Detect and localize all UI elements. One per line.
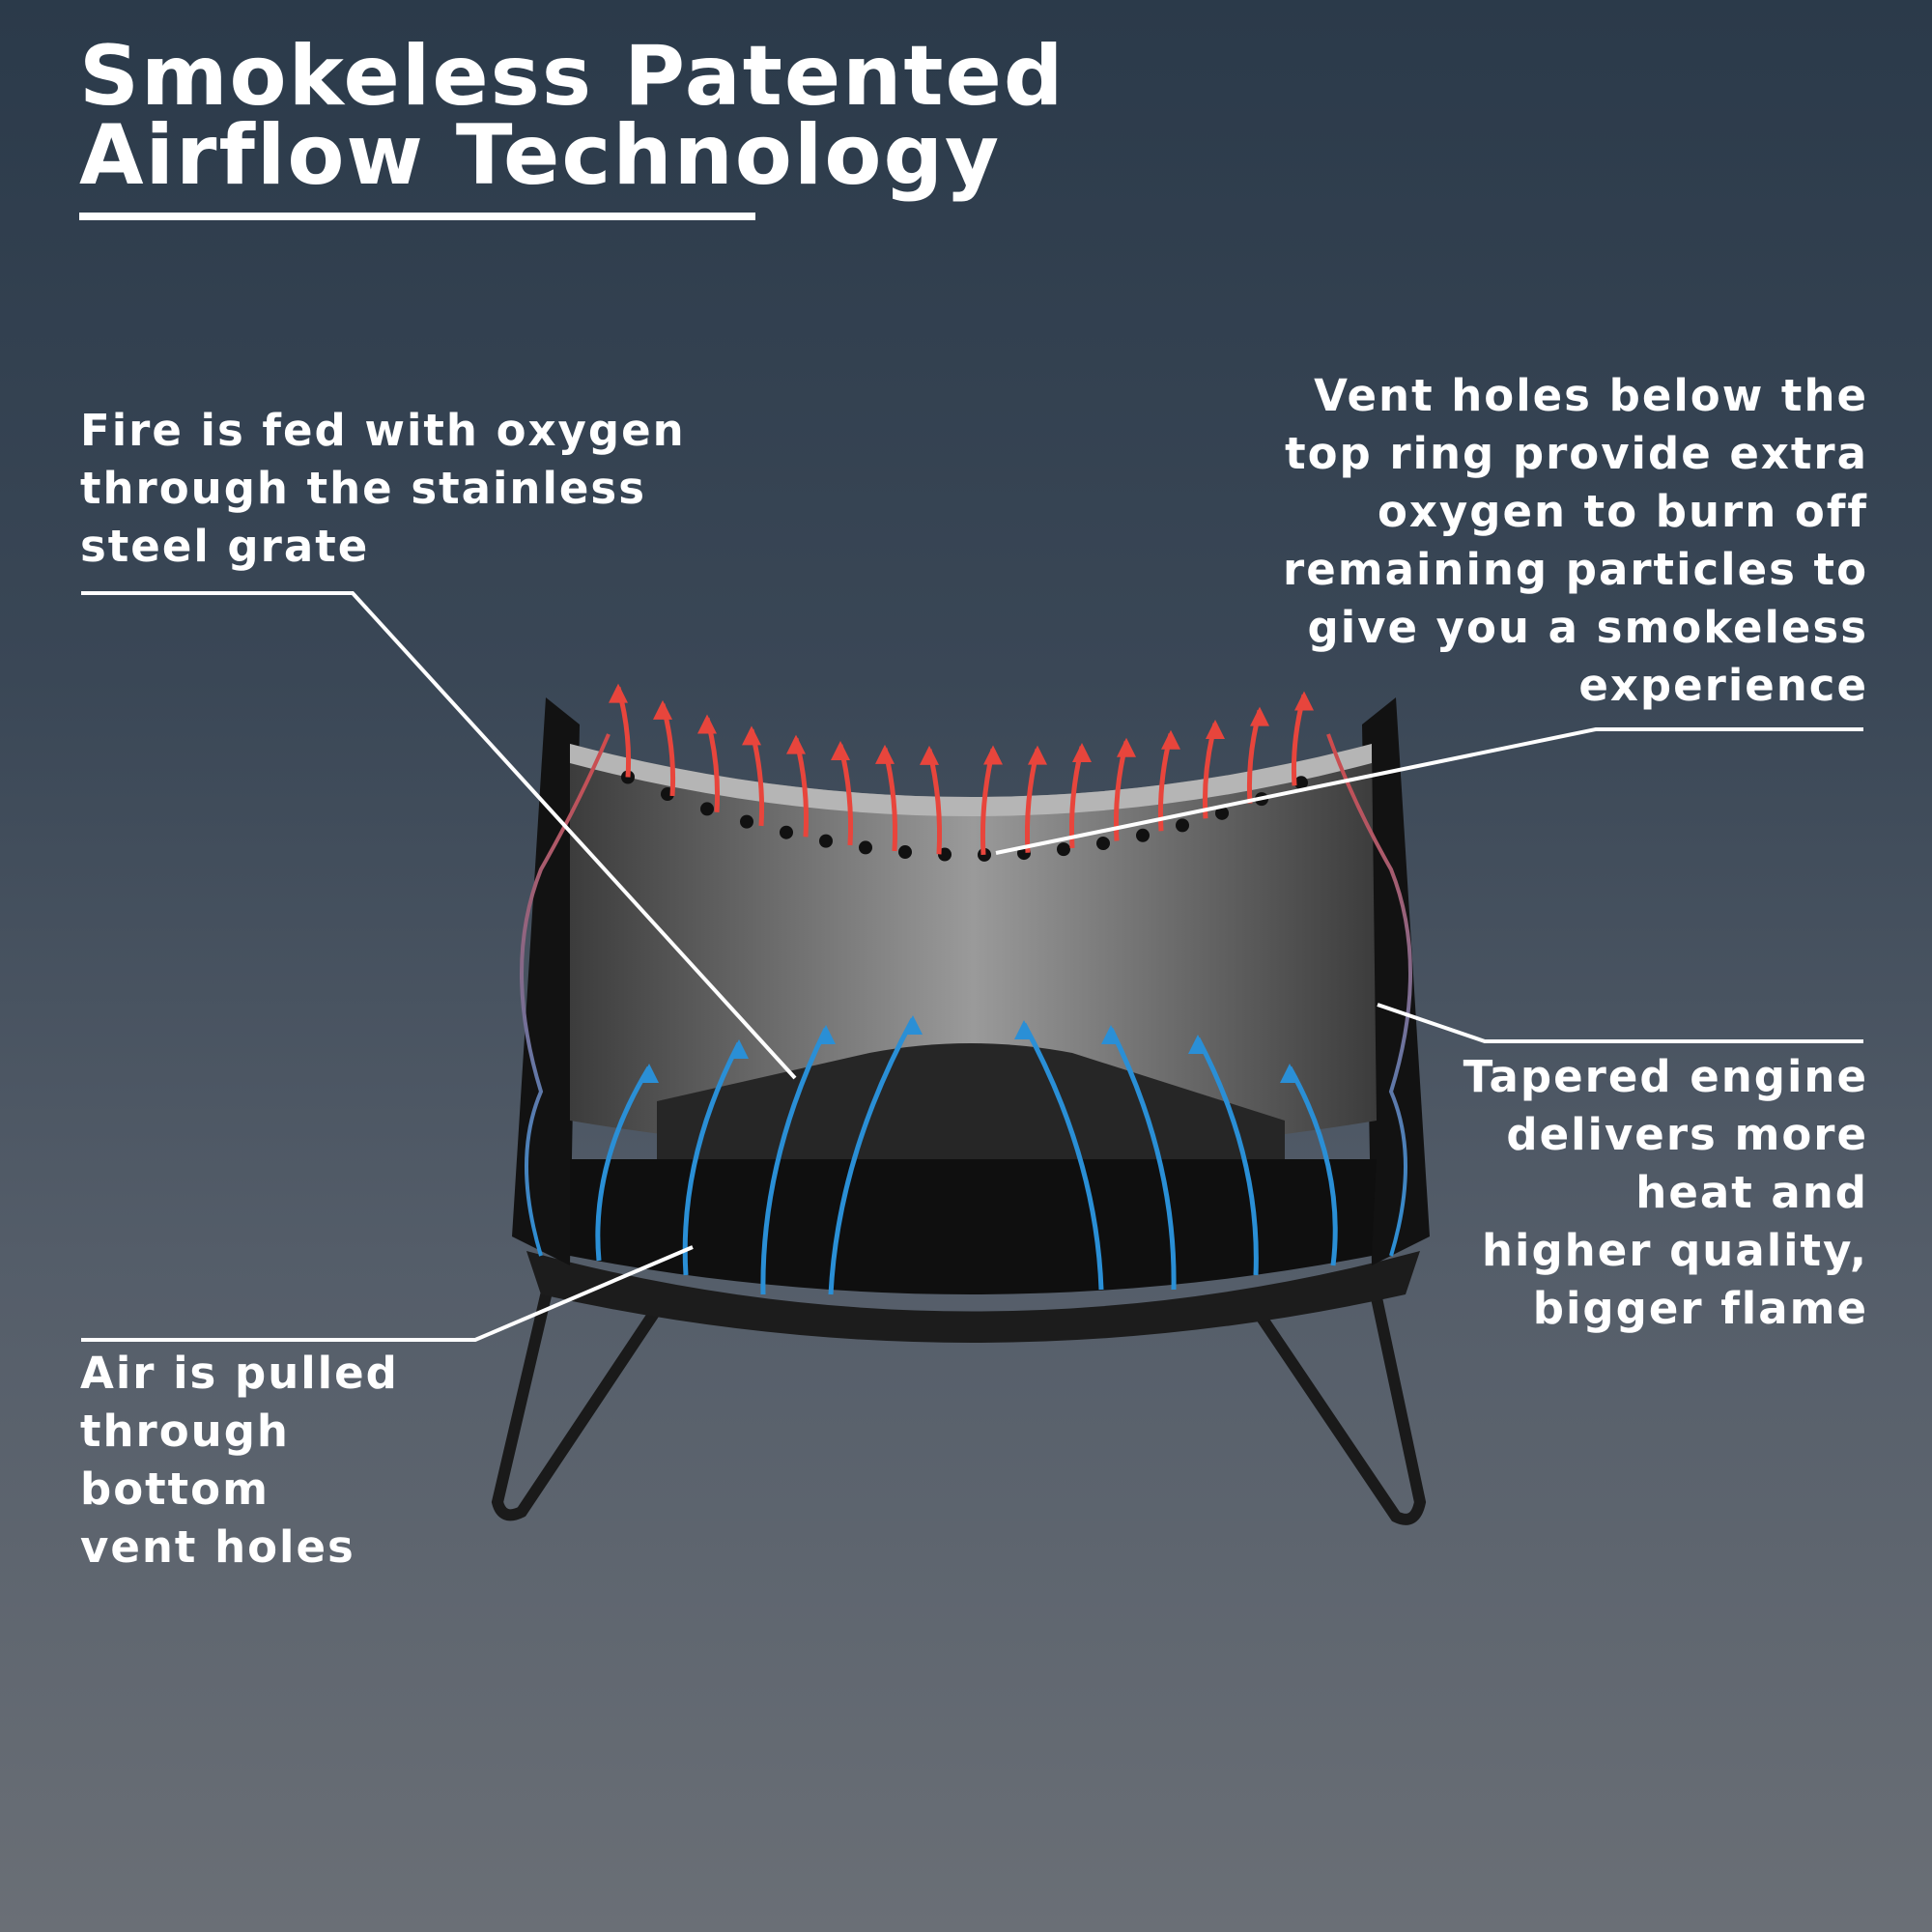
vent-hole <box>819 834 833 848</box>
arrowhead-icon <box>1280 1064 1299 1083</box>
callout-text: through <box>80 1406 290 1457</box>
fire-pit-outer-right <box>1362 697 1430 1265</box>
vent-hole <box>780 825 793 839</box>
callout-text: remaining particles to <box>1283 544 1868 595</box>
vent-hole <box>859 840 872 855</box>
arrowhead-icon <box>653 699 672 720</box>
arrowhead-icon <box>1206 719 1225 739</box>
arrowhead-icon <box>1072 743 1092 763</box>
callout-grate: Fire is fed with oxygen through the stai… <box>80 402 686 576</box>
callout-text: give you a smokeless <box>1307 602 1868 653</box>
vent-hole <box>898 845 912 860</box>
airflow-arrows <box>595 683 1338 1295</box>
callout-text: through the stainless <box>80 463 646 514</box>
callout-text: oxygen to burn off <box>1377 486 1868 537</box>
callout-text: heat and <box>1635 1167 1868 1218</box>
arrowhead-icon <box>639 1064 659 1083</box>
airflow-arrow <box>1021 1022 1104 1291</box>
steel-grate <box>657 1043 1285 1159</box>
side-airflow-right <box>1326 733 1412 1257</box>
vent-hole <box>1215 806 1229 820</box>
arrowhead-icon <box>1294 691 1314 711</box>
vent-hole <box>1057 842 1070 857</box>
airflow-arrow <box>682 1041 742 1276</box>
vent-hole <box>700 802 714 816</box>
title-line-1: Smokeless Patented <box>79 28 1065 125</box>
callout-text: Tapered engine <box>1463 1051 1868 1102</box>
arrowhead-icon <box>831 741 850 761</box>
title-underline <box>79 213 755 220</box>
vent-hole <box>1136 828 1150 842</box>
arrowhead-icon <box>1161 729 1180 750</box>
arrowhead-icon <box>816 1025 836 1044</box>
leader-line-engine <box>1377 1003 1863 1043</box>
side-airflow-left <box>520 733 611 1257</box>
vent-hole <box>1294 776 1308 790</box>
page-title: Smokeless Patented Airflow Technology <box>79 28 1065 204</box>
callout-text: vent holes <box>80 1521 355 1573</box>
callout-text: Air is pulled <box>80 1348 399 1399</box>
callout-text: top ring provide extra <box>1285 428 1868 479</box>
callout-text: bottom <box>80 1463 270 1515</box>
arrowhead-icon <box>875 744 895 764</box>
arrowhead-icon <box>729 1039 749 1059</box>
callout-text: delivers more <box>1506 1109 1868 1160</box>
callout-text: Fire is fed with oxygen <box>80 405 686 456</box>
arrowhead-icon <box>920 745 939 765</box>
callout-text: experience <box>1578 660 1868 711</box>
callout-engine: Tapered engine delivers more heat and hi… <box>1463 1048 1868 1338</box>
airflow-arrow <box>760 1027 829 1295</box>
leader-line-vent-top <box>995 727 1863 855</box>
callout-text: bigger flame <box>1532 1283 1868 1334</box>
callout-air-bottom: Air is pulled through bottom vent holes <box>80 1345 399 1577</box>
arrowhead-icon <box>1188 1035 1208 1054</box>
airflow-arrow <box>1287 1065 1338 1266</box>
vent-hole <box>1096 837 1110 851</box>
arrowhead-icon <box>697 714 717 734</box>
airflow-arrow <box>1195 1037 1259 1276</box>
arrowhead-icon <box>609 683 628 703</box>
airflow-arrow <box>828 1017 916 1295</box>
arrowhead-icon <box>1028 745 1047 765</box>
title-line-2: Airflow Technology <box>79 107 1002 204</box>
airflow-arrow <box>1108 1027 1177 1291</box>
fire-pit-base <box>526 1251 1420 1343</box>
airflow-arrow <box>595 1065 652 1262</box>
fire-pit-legs <box>491 1269 1427 1525</box>
leader-line-air-bottom <box>81 1245 694 1342</box>
callout-text: Vent holes below the <box>1314 370 1868 421</box>
vent-hole <box>740 814 753 829</box>
arrowhead-icon <box>903 1015 923 1035</box>
top-ring <box>570 744 1372 816</box>
arrowhead-icon <box>1250 706 1269 726</box>
vent-hole <box>1176 818 1189 833</box>
arrowhead-icon <box>1101 1025 1121 1044</box>
callout-text: steel grate <box>80 521 370 572</box>
arrowhead-icon <box>742 725 761 746</box>
callout-text: higher quality, <box>1482 1225 1868 1276</box>
leader-line-grate <box>81 591 797 1080</box>
arrowhead-icon <box>1014 1020 1034 1039</box>
arrowhead-icon <box>786 734 806 754</box>
arrowhead-icon <box>983 745 1003 765</box>
arrowhead-icon <box>1117 737 1136 757</box>
callout-vent-top: Vent holes below the top ring provide ex… <box>1283 367 1868 715</box>
